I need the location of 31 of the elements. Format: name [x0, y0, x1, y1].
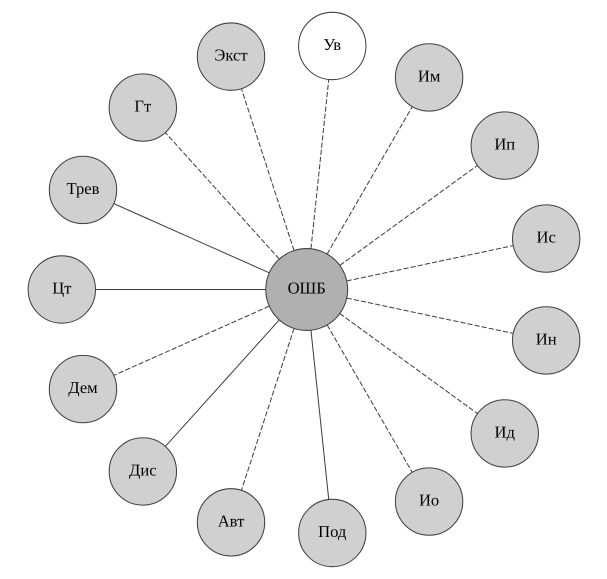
- node-circle: Им: [394, 43, 463, 112]
- connector: [310, 80, 329, 249]
- node-circle: Гт: [108, 73, 177, 142]
- node-circle: Экст: [196, 22, 265, 91]
- node-circle: Трев: [48, 156, 117, 224]
- connector: [113, 306, 269, 376]
- node-circle: Авт: [196, 488, 265, 557]
- node-circle: Под: [298, 498, 366, 568]
- connector: [346, 298, 513, 334]
- node-circle: Ув: [298, 12, 366, 80]
- node-circle: Ид: [470, 399, 538, 468]
- connector: [240, 88, 294, 251]
- node-circle: Ис: [511, 204, 580, 273]
- connector: [326, 324, 412, 472]
- node-circle: Ин: [511, 306, 580, 375]
- connector: [339, 313, 478, 414]
- connector: [310, 330, 329, 500]
- node-circle: Цт: [27, 255, 96, 324]
- connector: [113, 203, 269, 274]
- connector: [95, 288, 266, 290]
- node-circle: Ип: [470, 111, 538, 180]
- node-circle: Дис: [108, 437, 177, 506]
- connector: [326, 106, 412, 254]
- node-circle: ОШБ: [264, 248, 348, 331]
- connector: [164, 132, 280, 260]
- connector: [240, 328, 294, 490]
- connector: [346, 245, 513, 282]
- connector: [339, 165, 478, 266]
- connector: [164, 320, 280, 447]
- node-circle: Ио: [394, 467, 463, 536]
- node-circle: Дем: [48, 354, 117, 424]
